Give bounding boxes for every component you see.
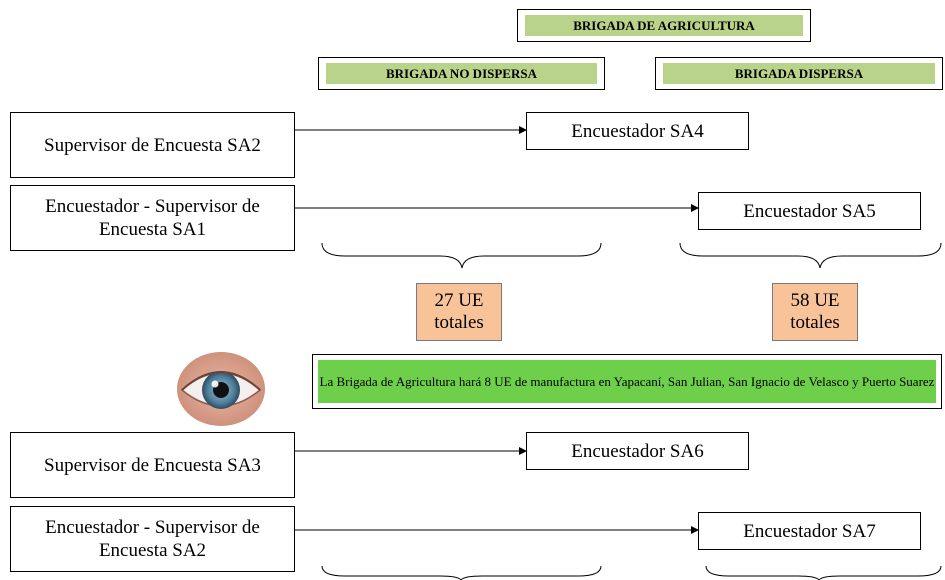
- non-dispersed-header-frame: BRIGADA NO DISPERSA: [318, 57, 605, 90]
- brace-dispersed: [679, 242, 942, 269]
- brace-dispersed-2: [705, 565, 942, 580]
- supervisor-sa2-box: Supervisor de Encuesta SA2: [10, 112, 295, 178]
- eye-icon: [176, 350, 266, 428]
- encuestador-sa6-box: Encuestador SA6: [526, 432, 749, 470]
- total-non-dispersed: 27 UE totales: [416, 283, 502, 341]
- encuestador-supervisor-sa2-box: Encuestador - Supervisor de Encuesta SA2: [10, 506, 295, 572]
- agriculture-note-frame: La Brigada de Agricultura hará 8 UE de m…: [312, 354, 942, 409]
- dispersed-header-frame: BRIGADA DISPERSA: [655, 57, 943, 90]
- brace-non-dispersed-2: [321, 565, 602, 580]
- agriculture-note: La Brigada de Agricultura hará 8 UE de m…: [318, 360, 936, 403]
- supervisor-sa3-box: Supervisor de Encuesta SA3: [10, 432, 295, 498]
- encuestador-sa7-box: Encuestador SA7: [698, 512, 921, 550]
- brigade-title: BRIGADA DE AGRICULTURA: [525, 15, 803, 36]
- encuestador-sa5-box: Encuestador SA5: [698, 192, 921, 230]
- brigade-title-frame: BRIGADA DE AGRICULTURA: [517, 9, 811, 42]
- encuestador-supervisor-sa1-box: Encuestador - Supervisor de Encuesta SA1: [10, 185, 295, 251]
- dispersed-header: BRIGADA DISPERSA: [663, 63, 935, 84]
- non-dispersed-header: BRIGADA NO DISPERSA: [326, 63, 597, 84]
- brace-non-dispersed: [321, 242, 602, 269]
- total-dispersed: 58 UE totales: [772, 283, 858, 341]
- encuestador-sa4-box: Encuestador SA4: [526, 112, 749, 150]
